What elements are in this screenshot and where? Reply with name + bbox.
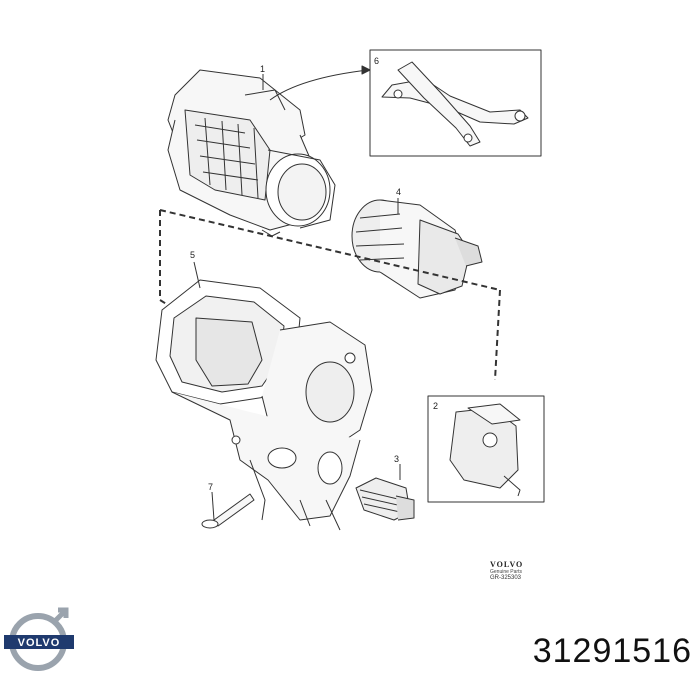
callout-1: 1: [260, 64, 265, 74]
callout-7: 7: [208, 482, 213, 492]
part-1-housing: [167, 69, 336, 237]
brand-name: VOLVO: [490, 560, 524, 569]
part-3-resistor: [355, 477, 415, 521]
callout-6: 6: [374, 56, 379, 66]
callout-5: 5: [190, 250, 195, 260]
callout-arrow: [269, 69, 369, 101]
brand-stamp: VOLVO Genuine Parts GR-325303: [490, 560, 550, 581]
callout-4: 4: [396, 187, 401, 197]
part-6-inset: [369, 49, 542, 157]
part-4-blower-motor: [351, 199, 483, 299]
brand-subtitle: Genuine Parts: [490, 569, 522, 575]
logo-text: VOLVO: [18, 637, 61, 649]
part-number: 31291516: [532, 632, 692, 670]
leader-lines: [193, 74, 401, 521]
brand-reference: GR-325303: [490, 575, 522, 581]
part-7-screw: [201, 493, 255, 529]
assembly-bracket: [159, 209, 501, 381]
part-5-housing: [155, 279, 373, 531]
callout-3: 3: [394, 454, 399, 464]
part-2-inset: [427, 395, 545, 503]
callout-2: 2: [433, 401, 438, 411]
volvo-logo-icon: VOLVO: [4, 607, 74, 671]
